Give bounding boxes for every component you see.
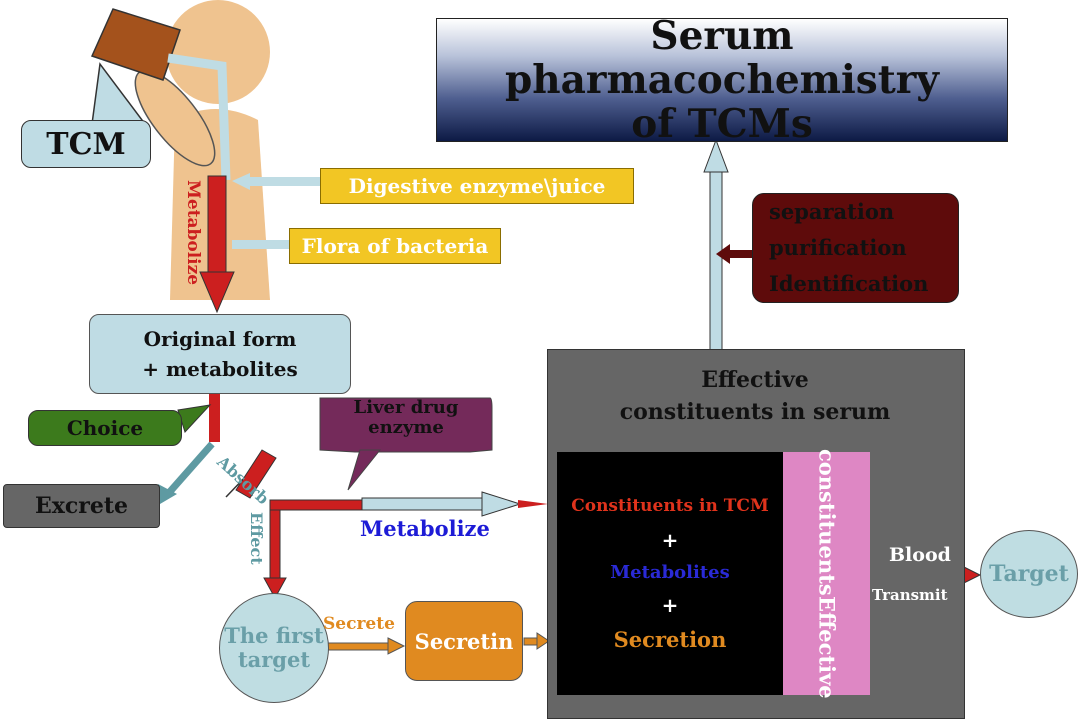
constituents-tcm-label: Constituents in TCM <box>571 495 769 516</box>
purify-arrow-shaft <box>726 250 752 258</box>
effective-panel-title: Effective constituents in serum <box>547 364 963 428</box>
metabolize-vertical-label: Metabolize <box>183 180 203 286</box>
drink-path <box>167 53 231 181</box>
metabolize-arrow-label: Metabolize <box>360 516 490 541</box>
secretin-arrow-shaft <box>523 637 539 646</box>
effect-shaft <box>269 499 281 581</box>
digestive-connector <box>248 177 320 186</box>
secretion-label: Secretion <box>613 626 727 652</box>
effective-constituents-line2: constituents <box>814 448 840 596</box>
liver-line2: enzyme <box>368 417 444 438</box>
purify-line-separation: separation <box>769 199 895 224</box>
effective-constituents-box <box>783 452 870 695</box>
title-line1: Serum pharmacochemistry <box>505 13 939 103</box>
liver-bubble-tail <box>347 449 382 491</box>
secretin-box: Secretin <box>405 601 523 681</box>
metabolize-head-blue <box>481 491 522 517</box>
liver-bubble <box>319 397 493 453</box>
path-horizontal <box>269 499 364 511</box>
excrete-arrow-line <box>164 441 215 498</box>
digestive-box: Digestive enzyme\juice <box>320 168 634 204</box>
secrete-arrowhead <box>387 637 406 655</box>
transmit-label: Transmit <box>872 586 948 604</box>
original-form-line2: + metabolites <box>142 357 298 381</box>
blood-label: Blood <box>889 544 951 566</box>
up-arrow-head <box>703 138 729 173</box>
effective-constituents-text: Effective constituents <box>783 448 870 698</box>
original-form-line1: Original form <box>143 327 297 351</box>
purify-arrowhead <box>716 244 730 264</box>
purify-line-purification: purification <box>769 235 907 260</box>
liver-line1: Liver drug <box>353 397 459 418</box>
secrete-arrow-shaft <box>326 642 390 651</box>
flora-box: Flora of bacteria <box>289 228 501 264</box>
metabolize-head <box>199 271 235 314</box>
metabolize-shaft-blue <box>361 497 485 511</box>
effective-constituents-line1: Effective <box>814 595 840 699</box>
choice-bubble-tail <box>177 404 212 433</box>
cup-icon <box>90 8 181 81</box>
effective-panel-line2: constituents in serum <box>619 399 891 425</box>
flora-connector <box>232 240 290 249</box>
target-circle: Target <box>980 530 1078 618</box>
excrete-arrowhead <box>158 484 177 504</box>
up-arrow-shaft <box>709 169 723 351</box>
title-line2: of TCMs <box>631 101 813 147</box>
first-target-line2: target <box>237 647 311 672</box>
effect-head <box>263 577 287 600</box>
effective-panel-line1: Effective <box>701 367 809 393</box>
digestive-arrowhead <box>232 173 250 190</box>
metabolites-label: Metabolites <box>610 561 730 583</box>
secrete-label: Secrete <box>323 614 395 634</box>
title-box: Serum pharmacochemistry of TCMs <box>436 14 1008 146</box>
plus-2: + <box>661 592 679 617</box>
effect-label: Effect <box>247 512 266 565</box>
choice-connector <box>209 392 220 442</box>
purify-line-identification: Identification <box>769 271 929 296</box>
figure-head <box>166 0 270 104</box>
secretin-arrowhead <box>536 632 550 650</box>
constituents-box: Constituents in TCM + Metabolites + Secr… <box>557 452 783 695</box>
first-target-circle: The first target <box>219 593 329 703</box>
liver-bubble-text: Liver drug enzyme <box>322 398 490 438</box>
tcm-bubble: TCM <box>21 120 151 168</box>
original-form-box: Original form + metabolites <box>89 314 351 394</box>
metabolize-shaft <box>207 175 227 275</box>
purification-box: separation purification Identification <box>752 193 959 303</box>
metabolize-tip <box>518 500 548 508</box>
first-target-line1: The first <box>224 623 324 648</box>
choice-bubble: Choice <box>28 410 182 446</box>
excrete-box: Excrete <box>3 484 160 528</box>
absorb-block <box>235 449 277 499</box>
plus-1: + <box>661 527 679 552</box>
